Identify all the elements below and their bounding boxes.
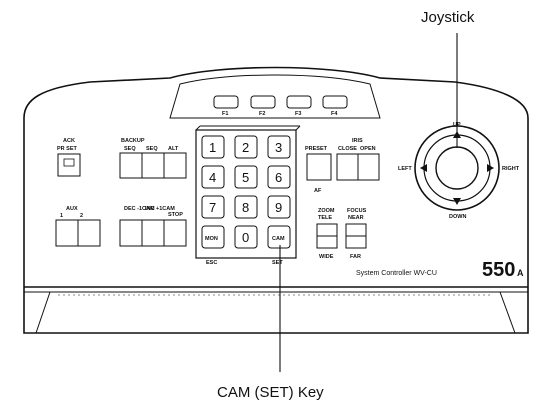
key-1[interactable]	[201, 135, 225, 159]
alt-button[interactable]	[163, 152, 187, 179]
key-3-label: 3	[275, 140, 282, 155]
key-3[interactable]	[267, 135, 291, 159]
key-mon-label: MON	[205, 236, 218, 242]
zoom-wide-button[interactable]	[316, 235, 338, 249]
key-0-label: 0	[242, 230, 249, 245]
preset-button[interactable]	[306, 153, 332, 181]
joystick-down-label: DOWN	[449, 214, 466, 220]
joystick-left-label: LEFT	[398, 166, 412, 172]
seq1-label: SEQ	[124, 146, 136, 152]
key-6-label: 6	[275, 170, 282, 185]
aux-2-label: 2	[80, 213, 83, 219]
focus-far-button[interactable]	[345, 235, 367, 249]
key-7[interactable]	[201, 195, 225, 219]
stop-button[interactable]	[163, 219, 187, 247]
af-label: AF	[314, 188, 322, 194]
iris-close-button[interactable]	[336, 153, 359, 181]
model-text: System Controller WV-CU	[356, 270, 437, 277]
f1-label: F1	[222, 111, 228, 117]
zoom-label: ZOOM	[318, 208, 335, 214]
f1-key[interactable]	[213, 95, 239, 109]
f4-key[interactable]	[322, 95, 348, 109]
focus-far-label: FAR	[350, 254, 361, 260]
model-number: 550	[482, 259, 515, 281]
focus-label: FOCUS	[347, 208, 367, 214]
key-2[interactable]	[234, 135, 258, 159]
key-8[interactable]	[234, 195, 258, 219]
dec-button[interactable]	[119, 219, 143, 247]
esc-label: ESC	[206, 260, 217, 266]
model-suffix: A	[517, 268, 524, 278]
key-cam-label: CAM	[272, 236, 285, 242]
f2-label: F2	[259, 111, 265, 117]
key-5[interactable]	[234, 165, 258, 189]
focus-near-button[interactable]	[345, 223, 367, 237]
key-0[interactable]	[234, 225, 258, 249]
stop-label: STOP	[168, 212, 183, 218]
f4-label: F4	[331, 111, 338, 117]
dec-label: DEC -1CAM	[124, 206, 155, 212]
iris-label: IRIS	[352, 138, 363, 144]
f3-key[interactable]	[286, 95, 312, 109]
iris-open-label: OPEN	[360, 146, 376, 152]
focus-near-label: NEAR	[348, 215, 364, 221]
iris-close-label: CLOSE	[338, 146, 357, 152]
seq2-label: SEQ	[146, 146, 158, 152]
controller-front-lip	[23, 291, 529, 333]
key-4[interactable]	[201, 165, 225, 189]
top-plateau	[169, 74, 381, 119]
seq-button-2[interactable]	[141, 152, 165, 179]
inc-button[interactable]	[141, 219, 165, 247]
function-keys: F1 F2 F3 F4	[213, 95, 348, 117]
zoom-tele-label: TELE	[318, 215, 332, 221]
f2-key[interactable]	[250, 95, 276, 109]
iris-open-button[interactable]	[357, 153, 380, 181]
joystick-callout: Joystick	[421, 9, 475, 26]
key-9[interactable]	[267, 195, 291, 219]
preset-label: PRESET	[305, 146, 328, 152]
cam-key-callout: CAM (SET) Key	[217, 384, 324, 401]
key-4-label: 4	[209, 170, 216, 185]
key-2-label: 2	[242, 140, 249, 155]
key-mon[interactable]	[201, 225, 225, 249]
key-1-label: 1	[209, 140, 216, 155]
inc-label: INC +1CAM	[145, 206, 175, 212]
backup-label: BACKUP	[121, 138, 145, 144]
key-9-label: 9	[275, 200, 282, 215]
key-5-label: 5	[242, 170, 249, 185]
zoom-wide-label: WIDE	[319, 254, 334, 260]
keypad: 1 2 3 4 5 6 7 8 9 MON 0 CAM	[201, 135, 291, 249]
key-cam[interactable]	[267, 225, 291, 249]
zoom-tele-button[interactable]	[316, 223, 338, 237]
key-7-label: 7	[209, 200, 216, 215]
prset-label: PR SET	[57, 146, 78, 152]
key-8-label: 8	[242, 200, 249, 215]
aux-1-label: 1	[60, 213, 63, 219]
seq-button-1[interactable]	[119, 152, 143, 179]
joystick-right-label: RIGHT	[502, 166, 520, 172]
f3-label: F3	[295, 111, 301, 117]
ack-label: ACK	[63, 138, 75, 144]
key-6[interactable]	[267, 165, 291, 189]
set-label: SET	[272, 260, 283, 266]
aux-2-button[interactable]	[77, 219, 101, 247]
alt-label: ALT	[168, 146, 179, 152]
aux-1-button[interactable]	[55, 219, 79, 247]
aux-label: AUX	[66, 206, 78, 212]
